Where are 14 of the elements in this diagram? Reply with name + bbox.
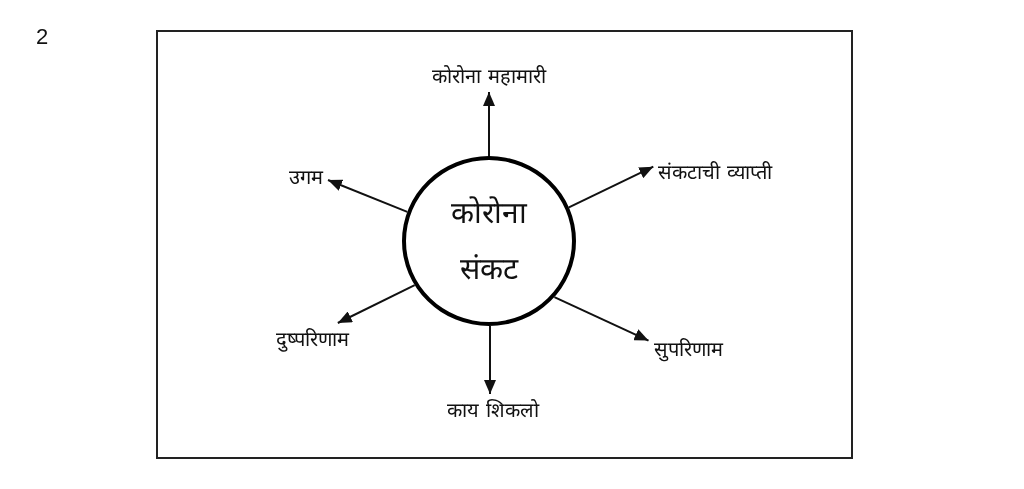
branch-label: सुपरिणाम	[648, 333, 728, 365]
arrow	[483, 91, 495, 157]
question-number: 2	[36, 24, 49, 50]
arrow	[553, 296, 650, 342]
arrow	[484, 325, 496, 395]
center-circle: कोरोना संकट	[402, 156, 576, 326]
branch-label: उगम	[284, 161, 328, 193]
arrow	[567, 165, 655, 209]
branch-label: दुष्परिणाम	[270, 323, 354, 355]
arrow	[327, 179, 409, 213]
branch-label: कोरोना महामारी	[427, 60, 551, 92]
branch-label: काय शिकलो	[442, 394, 544, 426]
arrow	[336, 284, 416, 324]
branch-label: संकटाची व्याप्ती	[653, 156, 777, 188]
